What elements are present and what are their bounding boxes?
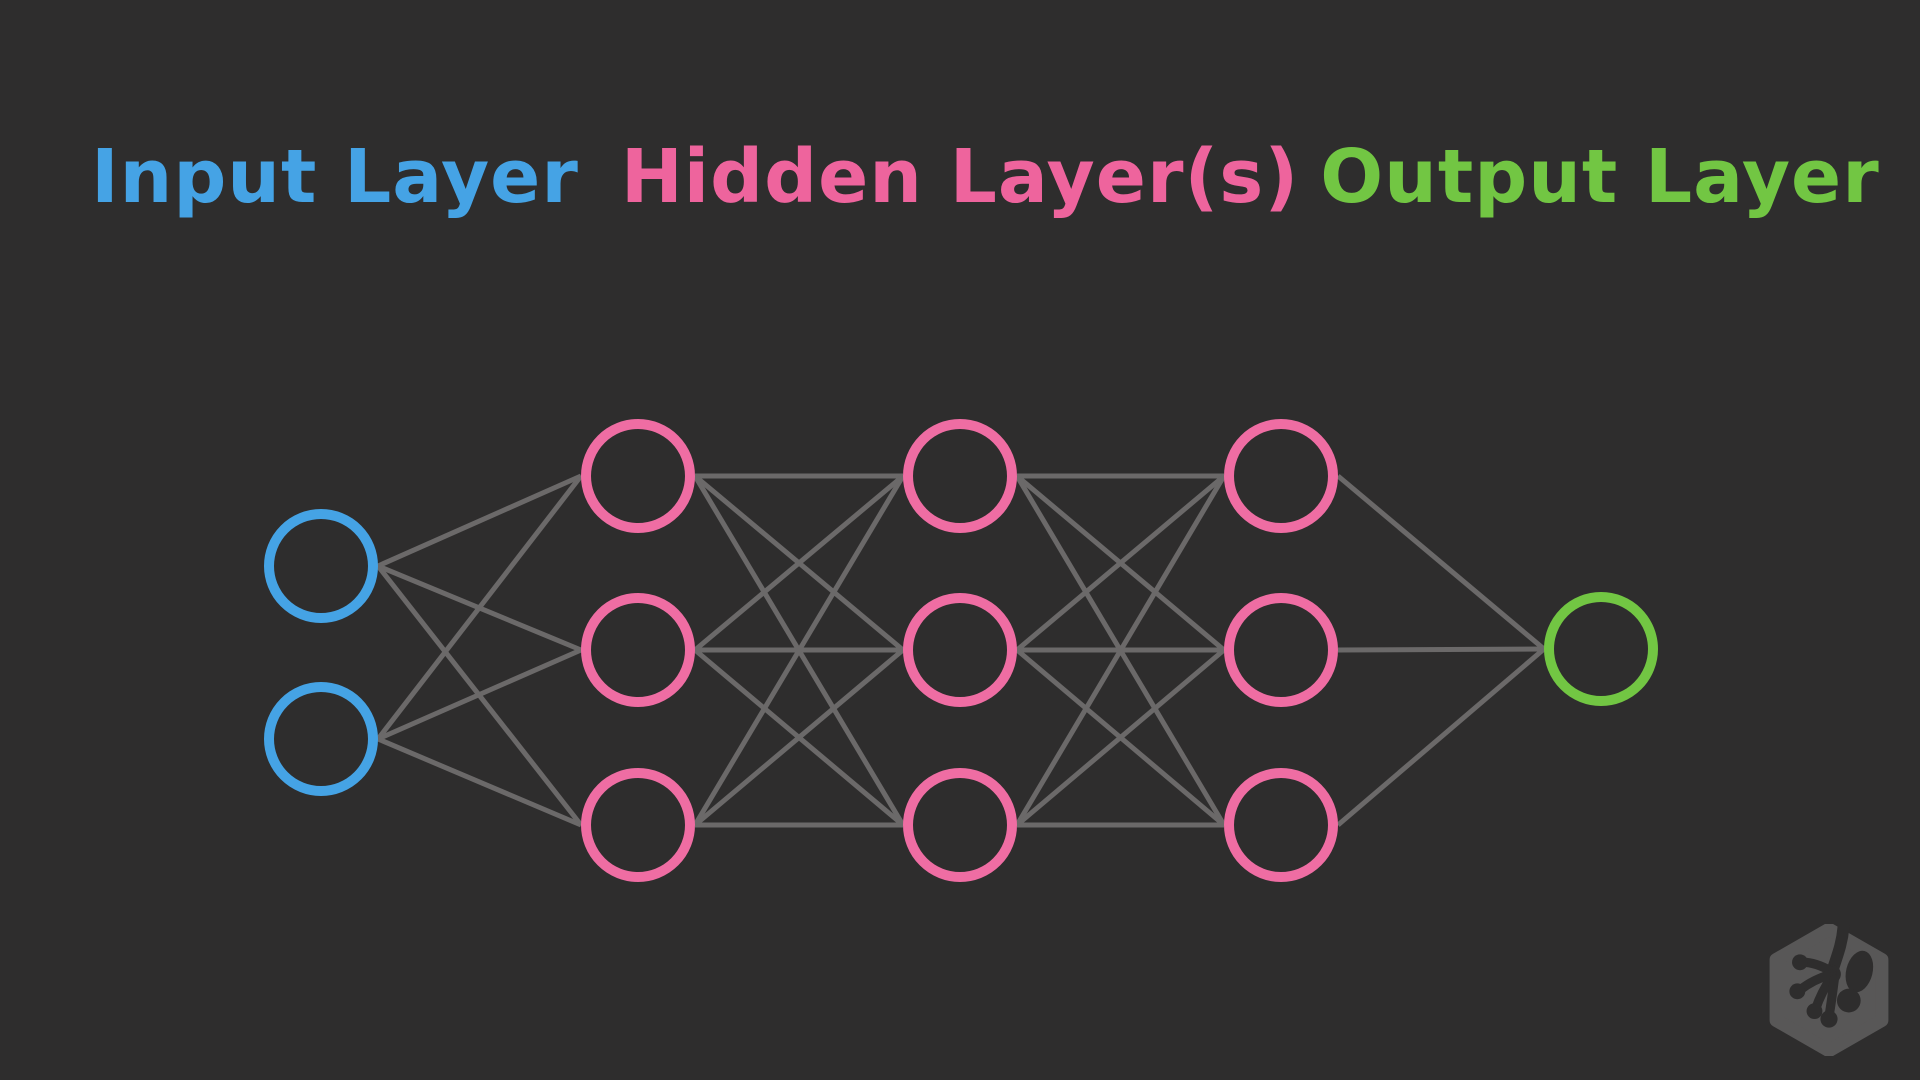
hidden-3-node — [1224, 768, 1338, 882]
hidden-2-node — [903, 768, 1017, 882]
edge-hidden-3-to-output — [1336, 647, 1546, 827]
hidden-1-node — [581, 419, 695, 533]
edge-hidden-2-to-hidden-3 — [1015, 648, 1226, 827]
brand-logo — [1763, 920, 1895, 1058]
edge-input-to-hidden-1 — [376, 647, 583, 742]
output-layer-label: Output Layer — [1320, 134, 1880, 220]
hidden-2-node — [903, 419, 1017, 533]
hexagon-frog-foot-icon — [1769, 920, 1889, 1058]
hidden-2-node — [903, 593, 1017, 707]
edge-hidden-1-to-hidden-2 — [693, 648, 905, 827]
hidden-3-node — [1224, 419, 1338, 533]
edges — [376, 473, 1546, 828]
hidden-layer-label: Hidden Layer(s) — [620, 134, 1300, 220]
edge-hidden-2-to-hidden-3 — [1015, 474, 1226, 652]
hidden-1-node — [581, 593, 695, 707]
hidden-3-node — [1224, 593, 1338, 707]
edge-input-to-hidden-1 — [376, 474, 583, 741]
edge-hidden-3-to-output — [1337, 646, 1545, 653]
edge-hidden-1-to-hidden-2 — [693, 474, 905, 652]
input-node — [264, 682, 378, 796]
hidden-1-node — [581, 768, 695, 882]
input-node — [264, 509, 378, 623]
edge-hidden-3-to-output — [1336, 474, 1546, 651]
edge-input-to-hidden-1 — [377, 736, 582, 828]
edge-hidden-1-to-hidden-2 — [692, 474, 906, 827]
edge-hidden-2-to-hidden-3 — [1014, 474, 1227, 827]
output-node — [1544, 592, 1658, 706]
nodes — [264, 419, 1658, 882]
input-layer-label: Input Layer — [91, 134, 579, 220]
edge-input-to-hidden-1 — [376, 473, 583, 569]
